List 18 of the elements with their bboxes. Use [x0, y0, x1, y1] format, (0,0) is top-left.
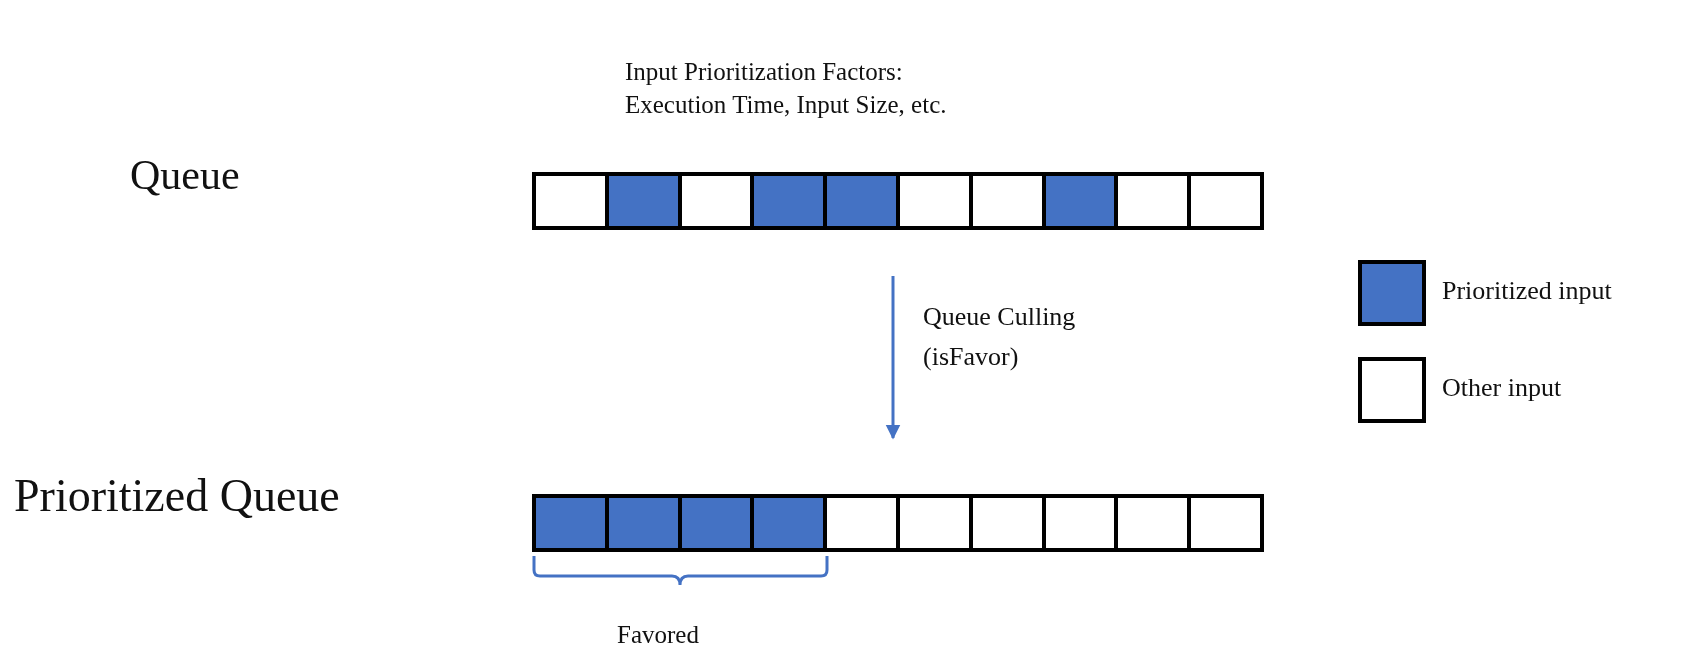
- prioritized-cell: [605, 176, 678, 226]
- row-title: Queue: [130, 151, 240, 200]
- queue-bar: [532, 494, 1264, 552]
- prioritized-cell: [532, 498, 605, 548]
- queue-bar: [532, 172, 1264, 230]
- prioritized-cell: [823, 176, 896, 226]
- note-text: Input Prioritization Factors: Execution Time, Input Size, etc.: [625, 57, 948, 120]
- prioritized-cell: [750, 498, 823, 548]
- prioritized-cell: [1042, 176, 1114, 226]
- prioritized-cell: [750, 176, 823, 226]
- legend-label: Prioritized input: [1442, 275, 1612, 307]
- prioritized-cell: [678, 498, 750, 548]
- legend-label: Other input: [1442, 372, 1562, 404]
- arrow: [885, 276, 901, 440]
- prioritized-cell: [605, 498, 678, 548]
- edge-label: Queue Culling (isFavor): [923, 301, 1077, 374]
- row-title: Prioritized Queue: [14, 469, 340, 523]
- bracket-label: Favored: [617, 620, 700, 650]
